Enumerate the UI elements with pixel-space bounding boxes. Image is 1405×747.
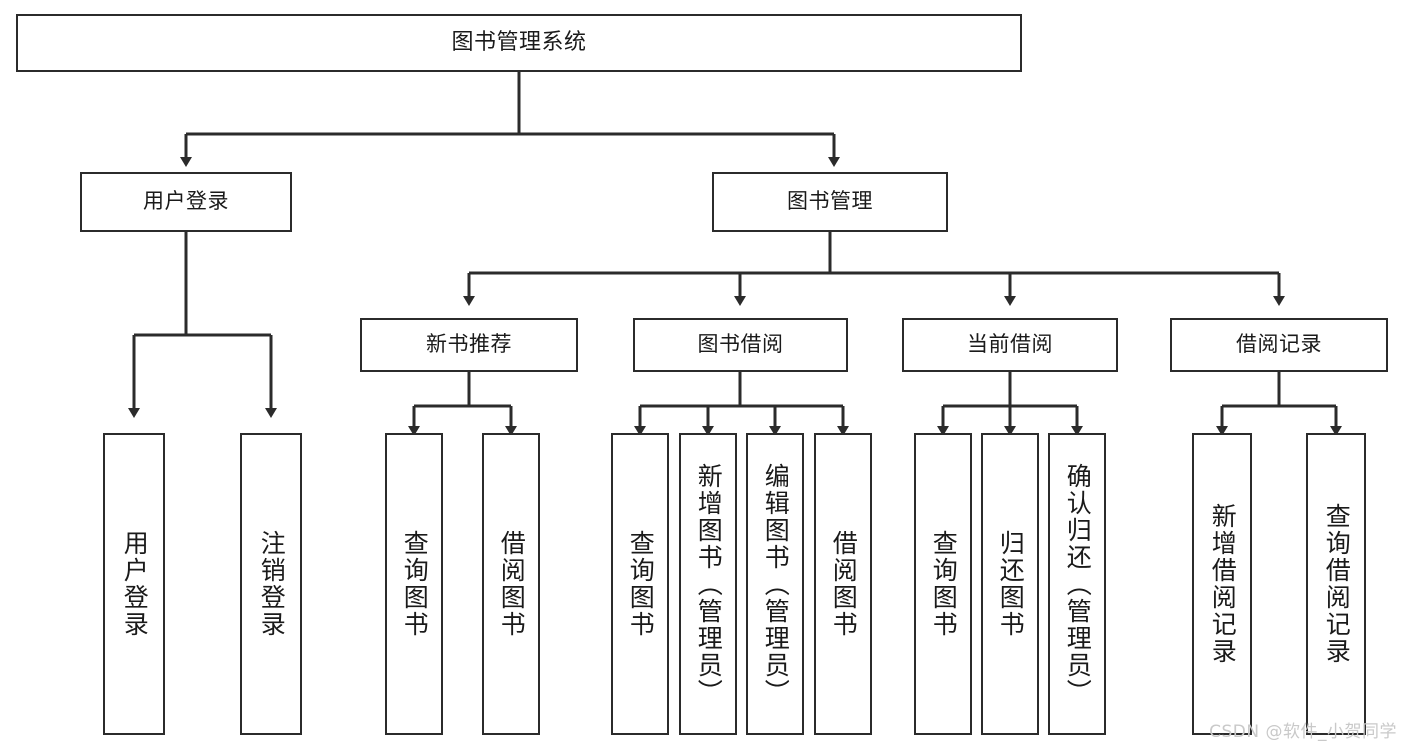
leaf-query-book-current[interactable]: 查询图书 (914, 433, 972, 735)
node-label: 新增借阅记录 (1208, 503, 1238, 665)
node-book-management[interactable]: 图书管理 (712, 172, 948, 232)
leaf-confirm-return-admin[interactable]: 确认归还（管理员） (1048, 433, 1106, 735)
node-user-login[interactable]: 用户登录 (80, 172, 292, 232)
node-borrow-record[interactable]: 借阅记录 (1170, 318, 1388, 372)
node-label: 图书管理 (787, 189, 873, 214)
leaf-query-borrow-record[interactable]: 查询借阅记录 (1306, 433, 1366, 735)
leaf-borrow-book-new[interactable]: 借阅图书 (482, 433, 540, 735)
leaf-borrow-book[interactable]: 借阅图书 (814, 433, 872, 735)
node-label: 新书推荐 (426, 332, 512, 357)
leaf-query-book[interactable]: 查询图书 (611, 433, 669, 735)
leaf-return-book[interactable]: 归还图书 (981, 433, 1039, 735)
node-label: 查询图书 (626, 530, 656, 638)
node-book-borrow[interactable]: 图书借阅 (633, 318, 848, 372)
node-label: 当前借阅 (967, 332, 1053, 357)
node-current-borrow[interactable]: 当前借阅 (902, 318, 1118, 372)
node-label: 用户登录 (143, 189, 229, 214)
leaf-user-login[interactable]: 用户登录 (103, 433, 165, 735)
node-label: 查询图书 (400, 530, 430, 638)
node-label: 注销登录 (257, 530, 287, 638)
node-label: 图书借阅 (697, 332, 784, 357)
node-label: 图书管理系统 (451, 29, 587, 55)
node-label: 归还图书 (996, 530, 1026, 638)
node-label: 查询借阅记录 (1322, 503, 1352, 665)
node-label: 借阅图书 (829, 530, 859, 638)
node-new-book-recommend[interactable]: 新书推荐 (360, 318, 578, 372)
leaf-add-borrow-record[interactable]: 新增借阅记录 (1192, 433, 1252, 735)
node-label: 用户登录 (120, 530, 150, 638)
node-root-system[interactable]: 图书管理系统 (16, 14, 1022, 72)
node-label: 查询图书 (929, 530, 959, 638)
node-label: 新增图书（管理员） (694, 462, 724, 706)
node-label: 编辑图书（管理员） (761, 462, 791, 706)
leaf-logout[interactable]: 注销登录 (240, 433, 302, 735)
node-label: 借阅图书 (497, 530, 527, 638)
leaf-query-book-new[interactable]: 查询图书 (385, 433, 443, 735)
leaf-edit-book-admin[interactable]: 编辑图书（管理员） (746, 433, 804, 735)
csdn-watermark: CSDN @软件_小贺同学 (1209, 722, 1397, 742)
node-label: 确认归还（管理员） (1063, 462, 1093, 706)
node-label: 借阅记录 (1236, 332, 1322, 357)
leaf-add-book-admin[interactable]: 新增图书（管理员） (679, 433, 737, 735)
